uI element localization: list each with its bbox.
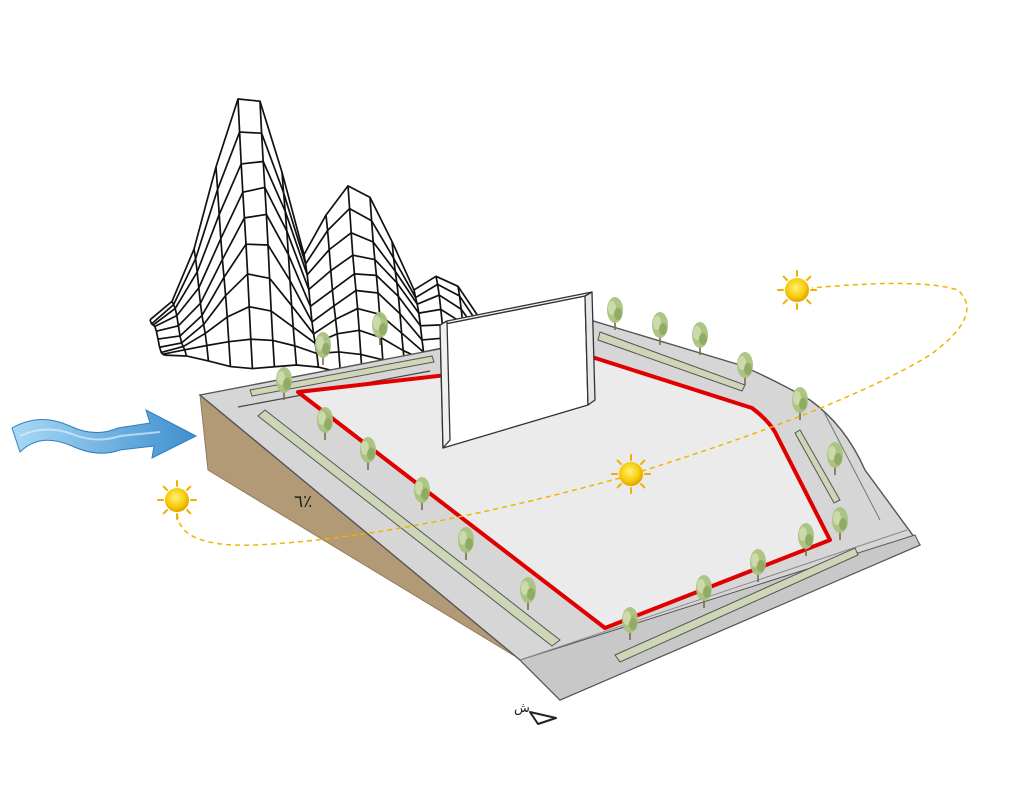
mountain-contour [215, 166, 232, 367]
road-divider-corner [823, 411, 881, 521]
mountain-contour [347, 185, 364, 378]
mountain-contour [157, 243, 489, 356]
north-arrow-icon: ش [514, 701, 557, 725]
wind-arrow [11, 409, 198, 459]
mountain-contour [149, 98, 481, 321]
sun-icon [777, 270, 817, 310]
tree-icon [606, 296, 624, 331]
mountain-contour [193, 249, 210, 362]
planting-strips [249, 331, 859, 663]
sun-icon [157, 480, 197, 520]
mountain-contour [281, 172, 298, 366]
tree-icon [691, 321, 709, 356]
road-divider [519, 529, 908, 661]
mountain-contour [151, 131, 483, 330]
mountain-contour [156, 213, 487, 352]
north-label: ش [514, 701, 530, 716]
building-block [439, 291, 596, 449]
mountain-contour [237, 98, 254, 369]
sun-icon [611, 454, 651, 494]
mountain-contour [149, 319, 165, 356]
mountain-contour [154, 186, 486, 348]
mountain-contour [152, 160, 484, 340]
sun-path [176, 282, 968, 546]
slope-label: ٦٪ [294, 492, 312, 512]
mountain-contour [325, 215, 342, 373]
mountain-contour [369, 197, 386, 379]
mountain-contour [171, 301, 188, 357]
mountain-contour [259, 101, 276, 367]
